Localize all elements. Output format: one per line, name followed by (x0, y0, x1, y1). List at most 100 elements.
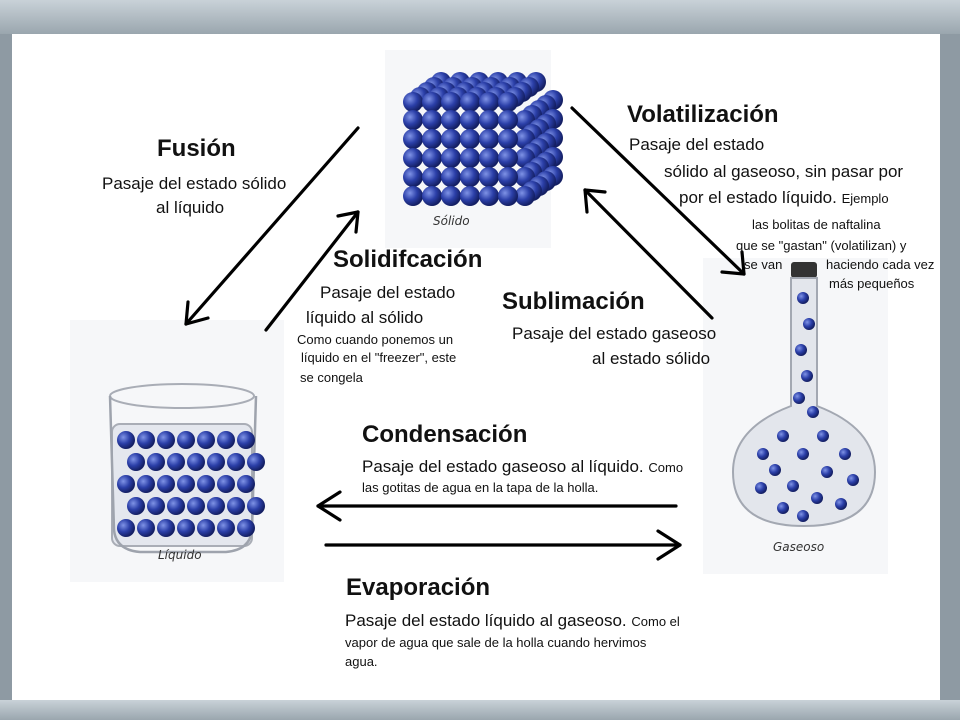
solid-particle (422, 110, 442, 130)
solid-particle (403, 186, 423, 206)
gas-particle (835, 498, 847, 510)
liquid-caption: Líquido (158, 548, 202, 562)
gas-particle (807, 406, 819, 418)
liquid-particle (137, 519, 155, 537)
condensation-arrowhead (316, 490, 342, 522)
solid-particle (479, 92, 499, 112)
solid-particle (460, 186, 480, 206)
solid-particle (498, 186, 518, 206)
gas-particle (777, 430, 789, 442)
solid-particle (460, 110, 480, 130)
solid-caption: Sólido (433, 214, 470, 228)
liquid-particle (197, 431, 215, 449)
liquid-particle (117, 475, 135, 493)
gas-particle (787, 480, 799, 492)
volatilization-example-1: las bolitas de naftalina (752, 217, 881, 232)
beaker-illustration (108, 383, 265, 554)
solid-particle (441, 110, 461, 130)
solid-particle (498, 92, 518, 112)
solid-particle (403, 148, 423, 168)
fusion-arrowhead (184, 300, 210, 326)
solid-particle (403, 110, 423, 130)
volatilization-example-2: que se "gastan" (volatilizan) y (736, 238, 907, 253)
liquid-particle (137, 431, 155, 449)
gas-particle (777, 502, 789, 514)
liquid-particle (227, 453, 245, 471)
solid-particle (441, 148, 461, 168)
fusion-title: Fusión (157, 135, 236, 162)
fusion-line-2: al líquido (156, 198, 225, 217)
solid-particle (479, 110, 499, 130)
liquid-particle (237, 519, 255, 537)
volatilization-example-word: Ejemplo (841, 191, 889, 206)
sublimation-title: Sublimación (502, 288, 645, 315)
solid-particle (422, 186, 442, 206)
liquid-particle (127, 497, 145, 515)
solid-particle (479, 167, 499, 187)
liquid-particle (237, 475, 255, 493)
gas-particle (769, 464, 781, 476)
flask-illustration (731, 262, 877, 528)
evaporation-example-1: vapor de agua que sale de la holla cuand… (345, 635, 647, 650)
liquid-particle (217, 519, 235, 537)
liquid-particle (187, 497, 205, 515)
solidification-line-1: Pasaje del estado (320, 283, 456, 302)
volatilization-arrow (570, 106, 746, 276)
fusion-line-1: Pasaje del estado sólido (102, 174, 287, 193)
gas-particle (847, 474, 859, 486)
solidification-title: Solidifcación (333, 246, 483, 273)
solid-particle (403, 167, 423, 187)
sublimation-line-1: Pasaje del estado gaseoso (512, 324, 717, 343)
gas-particle (811, 492, 823, 504)
solid-particle (441, 167, 461, 187)
liquid-particle (157, 475, 175, 493)
liquid-particle (247, 497, 265, 515)
condensation-example: las gotitas de agua en la tapa de la hol… (362, 480, 599, 495)
solid-image: Sólido (385, 50, 563, 248)
evaporation-line: Pasaje del estado líquido al gaseoso. Co… (345, 609, 680, 633)
solid-particle (498, 129, 518, 149)
solid-particle (498, 148, 518, 168)
solid-particle (403, 129, 423, 149)
liquid-particle (177, 475, 195, 493)
liquid-particle (117, 431, 135, 449)
solidification-line-2: líquido al sólido (306, 308, 424, 327)
solid-particle (422, 129, 442, 149)
solid-particle (422, 148, 442, 168)
liquid-image: Líquido (70, 320, 284, 582)
condensation-line-text: Pasaje del estado gaseoso al líquido. (362, 457, 644, 476)
liquid-particle (167, 497, 185, 515)
solidification-example-1: Como cuando ponemos un (297, 332, 454, 347)
solidification-arrowhead (336, 210, 360, 234)
gas-particle (795, 344, 807, 356)
gas-particle (797, 292, 809, 304)
solid-particle (460, 167, 480, 187)
volatilization-title: Volatilización (627, 101, 779, 128)
solid-particle (403, 92, 423, 112)
solidification-arrow (264, 210, 360, 332)
liquid-particle (117, 519, 135, 537)
liquid-particle (147, 497, 165, 515)
liquid-particle (247, 453, 265, 471)
sublimation-arrowhead (583, 188, 607, 214)
solid-particle (422, 167, 442, 187)
gas-particle (817, 430, 829, 442)
liquid-particle (217, 431, 235, 449)
liquid-particle (177, 519, 195, 537)
evaporation-line-text: Pasaje del estado líquido al gaseoso. (345, 611, 627, 630)
gas-particle (755, 482, 767, 494)
solid-particle (479, 129, 499, 149)
solid-cube-illustration (403, 72, 563, 206)
liquid-particle (157, 519, 175, 537)
bottom-background (0, 700, 960, 720)
volatilization-example-3a: se van (744, 257, 783, 272)
volatilization-example-3b: haciendo cada vez (826, 257, 935, 272)
solid-particle (498, 110, 518, 130)
solid-particle (422, 92, 442, 112)
gas-particle (801, 370, 813, 382)
gas-image: Gaseoso (703, 258, 888, 574)
solid-particle (441, 92, 461, 112)
condensation-line: Pasaje del estado gaseoso al líquido. Co… (362, 455, 683, 479)
liquid-particle (187, 453, 205, 471)
